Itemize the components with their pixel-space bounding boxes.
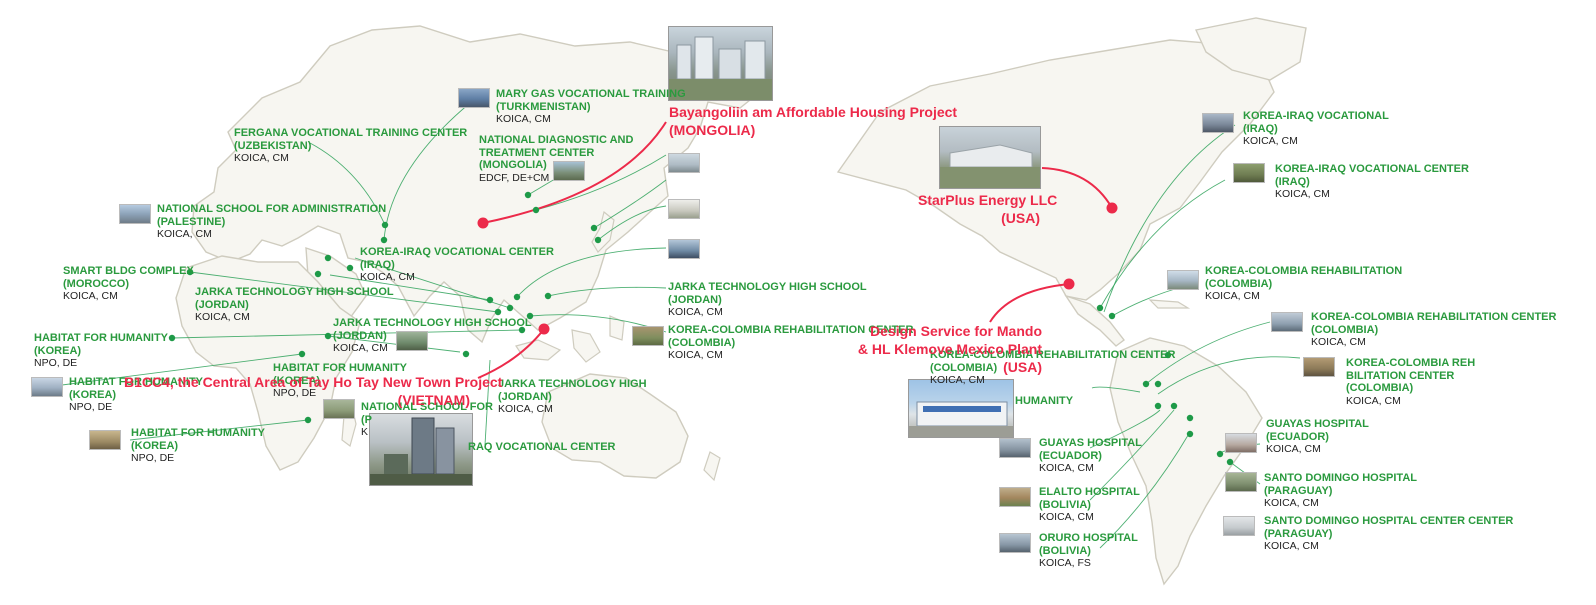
project-label: GUAYAS HOSPITAL(ECUADOR)KOICA, CM [1266, 418, 1369, 455]
project-label: KOREA-IRAQ VOCATIONAL CENTER(IRAQ)KOICA,… [1275, 163, 1469, 200]
project-thumbnail[interactable] [999, 438, 1031, 458]
project-thumbnail[interactable] [1167, 270, 1199, 290]
leader-lines [61, 102, 1301, 549]
project-label: HABITAT FOR HUMANITY(KOREA)NPO, DE [69, 376, 204, 413]
project-label: KOREA-COLOMBIA REHABILITATION CENTER(COL… [930, 349, 1176, 386]
project-thumbnail[interactable] [31, 377, 63, 397]
project-thumbnail[interactable] [668, 239, 700, 259]
project-thumbnail[interactable] [396, 331, 428, 351]
featured-label-mongolia[interactable]: Bayangoliin am Affordable Housing Projec… [669, 104, 958, 138]
map-landmass [175, 17, 1307, 586]
featured-photo-mexico[interactable] [908, 379, 1014, 438]
project-thumbnail[interactable] [668, 153, 700, 173]
project-label: JARKA TECHNOLOGY HIGH SCHOOL(JORDAN)KOIC… [195, 286, 394, 323]
project-thumbnail[interactable] [1303, 357, 1335, 377]
plant-illustration [909, 401, 1013, 437]
project-thumbnail[interactable] [1233, 163, 1265, 183]
project-label: GUAYAS HOSPITAL(ECUADOR)KOICA, CM [1039, 437, 1142, 474]
project-thumbnail[interactable] [458, 88, 490, 108]
project-label: JARKA TECHNOLOGY HIGH(JORDAN)KOICA, CM [498, 378, 647, 415]
project-label: RAQ VOCATIONAL CENTER [468, 441, 616, 453]
project-thumbnail[interactable] [632, 326, 664, 346]
project-thumbnail[interactable] [1225, 433, 1257, 453]
project-label: SANTO DOMINGO HOSPITAL CENTER CENTER(PAR… [1264, 515, 1514, 552]
project-thumbnail[interactable] [323, 399, 355, 419]
project-markers [168, 191, 1234, 466]
project-thumbnail[interactable] [1202, 113, 1234, 133]
project-thumbnail[interactable] [1223, 516, 1255, 536]
factory-illustration [940, 144, 1040, 188]
building-illustration [669, 36, 772, 100]
project-thumbnail[interactable] [999, 533, 1031, 553]
project-label: MARY GAS VOCATIONAL TRAINING(TURKMENISTA… [496, 88, 686, 125]
project-label: KOREA-COLOMBIA REHABILITATION(COLOMBIA)K… [1205, 265, 1403, 302]
project-thumbnail[interactable] [89, 430, 121, 450]
featured-photo-mongolia[interactable] [668, 26, 773, 101]
project-label: SANTO DOMINGO HOSPITAL(PARAGUAY)KOICA, C… [1264, 472, 1417, 509]
project-label: HABITAT FOR HUMANITY(KOREA)NPO, DE [34, 332, 169, 369]
featured-label-vietnam[interactable]: B1CC4, the Central Area of Tay Ho Tay Ne… [124, 374, 503, 408]
project-thumbnail[interactable] [1271, 312, 1303, 332]
project-label: KOREA-IRAQ VOCATIONAL(IRAQ)KOICA, CM [1243, 110, 1389, 147]
featured-leaders [477, 121, 1113, 379]
project-label: HUMANITY [1015, 395, 1074, 407]
featured-photo-vietnam[interactable] [369, 413, 473, 486]
featured-label-starplus[interactable]: StarPlus Energy LLC(USA) [918, 192, 1058, 226]
project-thumbnail[interactable] [999, 487, 1031, 507]
project-label: ORURO HOSPITAL(BOLIVIA)KOICA, FS [1039, 532, 1138, 569]
featured-photo-starplus[interactable] [939, 126, 1041, 189]
project-thumbnail[interactable] [553, 161, 585, 181]
project-thumbnail[interactable] [119, 204, 151, 224]
project-label: JARKA TECHNOLOGY HIGH SCHOOL(JORDAN)KOIC… [333, 317, 532, 354]
project-label: KOREA-IRAQ VOCATIONAL CENTER(IRAQ)KOICA,… [360, 246, 554, 283]
project-label: JARKA TECHNOLOGY HIGH SCHOOL(JORDAN)KOIC… [668, 281, 867, 318]
project-label: ELALTO HOSPITAL(BOLIVIA)KOICA, CM [1039, 486, 1140, 523]
project-label: KOREA-COLOMBIA REHABILITATION CENTER(COL… [1311, 311, 1557, 348]
featured-label-mexico[interactable]: Design Service for Mando& HL Klemove Mex… [857, 323, 1042, 375]
project-label: NATIONAL SCHOOL FOR ADMINISTRATION(PALES… [157, 203, 387, 240]
project-label: HABITAT FOR HUMANITY(KOREA)NPO, DE [131, 427, 266, 464]
project-label: HABITAT FOR HUMANITY(KOREA)NPO, DE [273, 362, 408, 399]
project-thumbnail[interactable] [668, 199, 700, 219]
project-label: FERGANA VOCATIONAL TRAINING CENTER(UZBEK… [234, 127, 468, 164]
project-thumbnail[interactable] [1225, 472, 1257, 492]
project-label: KOREA-COLOMBIA REHABILITATION CENTER(COL… [668, 324, 914, 361]
project-label: SMART BLDG COMPLEX(MOROCCO)KOICA, CM [63, 265, 194, 302]
tower-illustration [370, 417, 472, 485]
